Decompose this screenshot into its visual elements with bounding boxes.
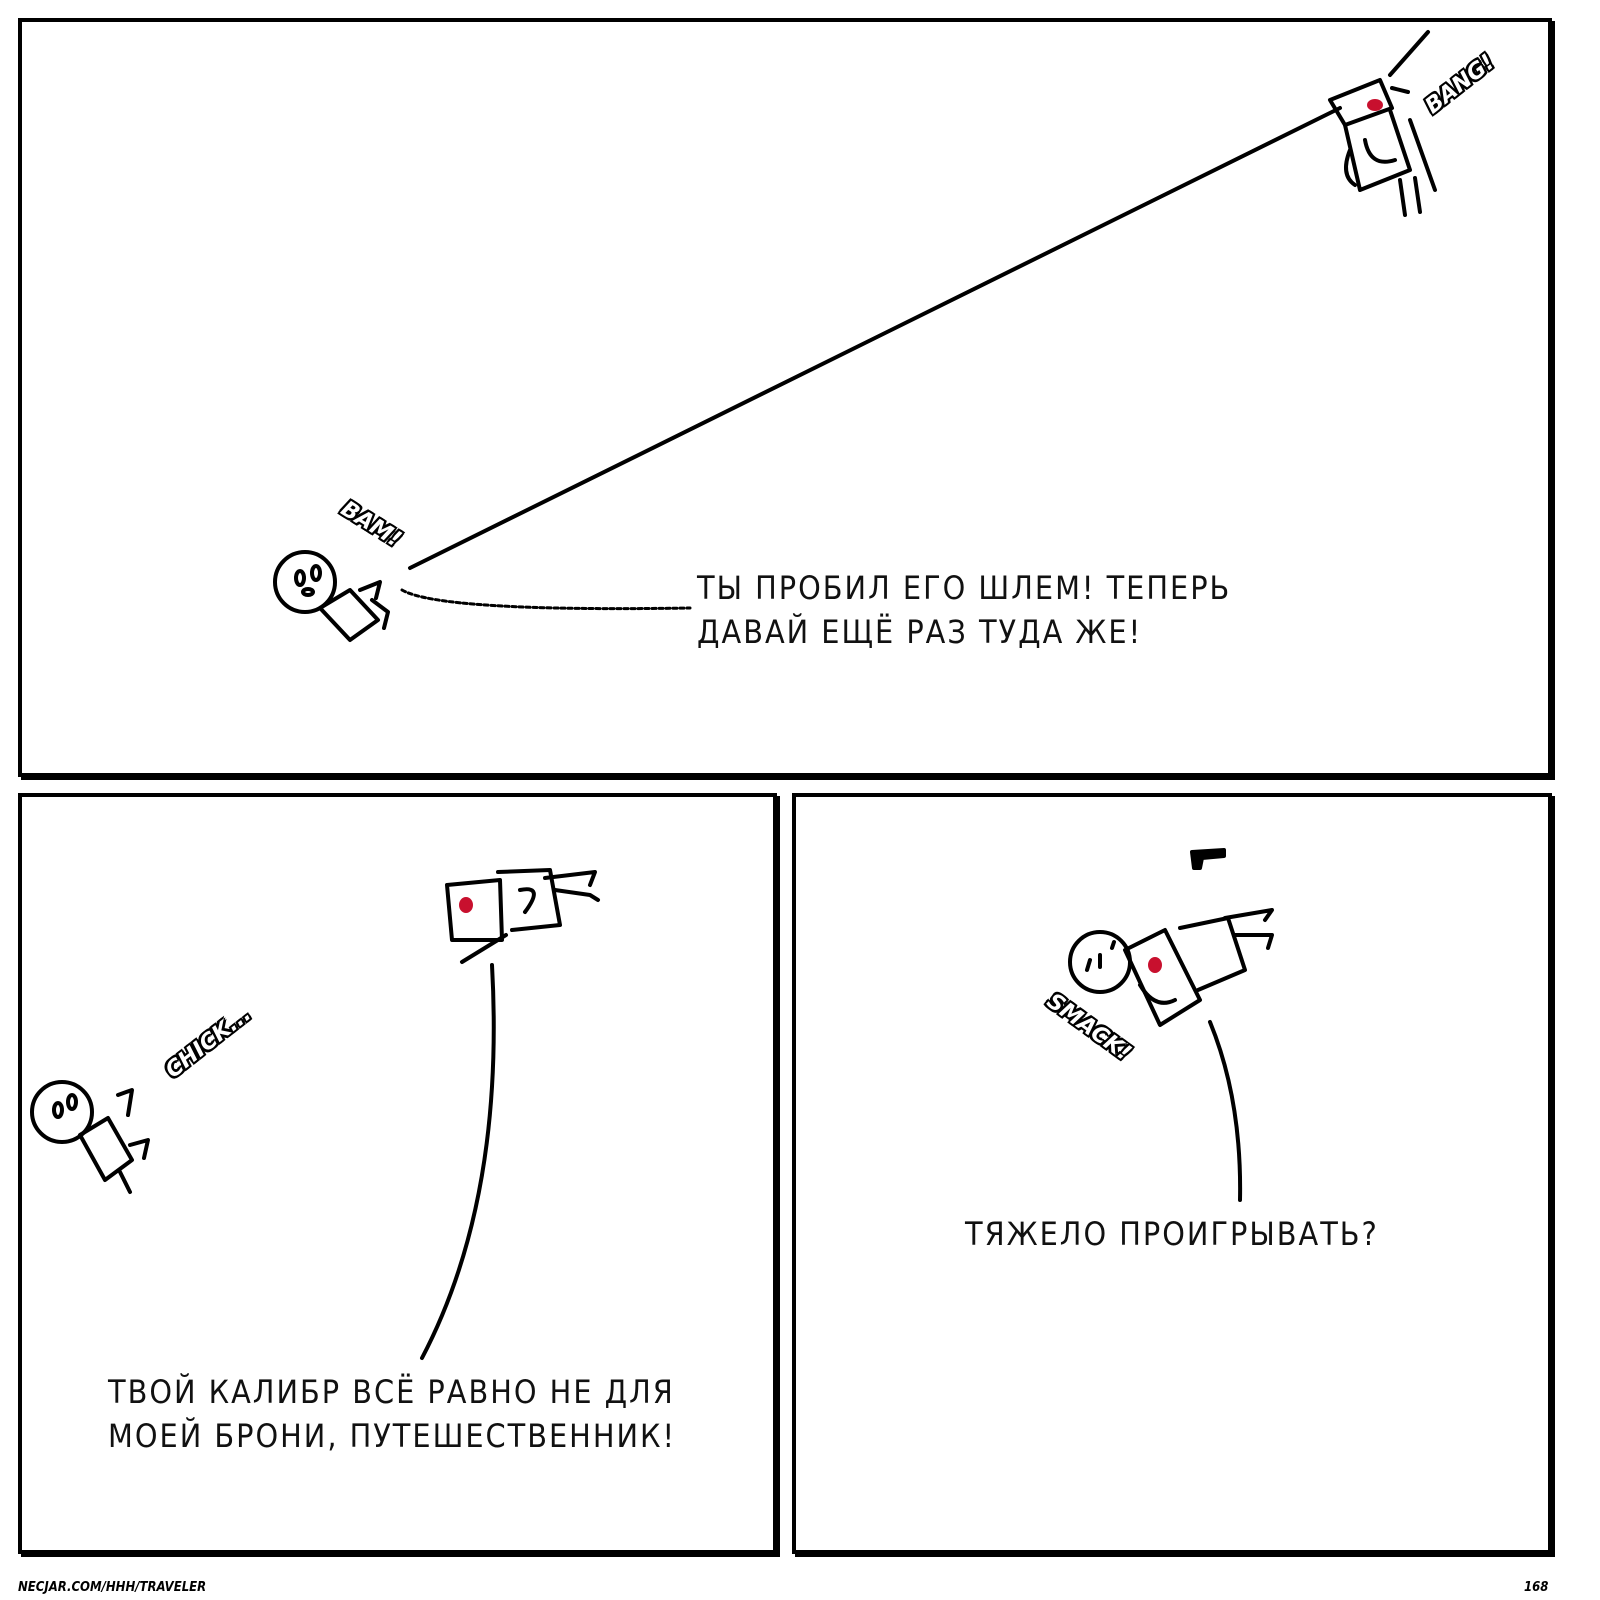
speech-text-1b: давай ещё раз туда же! [697,613,1143,651]
speech-text-1a: Ты пробил его шлем! Теперь [697,569,1232,607]
bullet-trajectory [408,106,1342,570]
page-number: 168 [1524,1580,1549,1595]
armored-soldier-2 [445,868,600,964]
armored-soldier-1 [1328,30,1437,217]
speech-tail-2 [420,963,496,1360]
panel-3 [792,793,1552,1554]
speech-tail-3 [1208,1020,1243,1202]
speech-text-2b: моей брони, путешественник! [108,1417,676,1455]
stick-figure-traveler-1 [273,550,390,642]
panel-2 [18,793,777,1554]
speech-text-3: Тяжело проигрывать? [965,1215,1379,1253]
speech-text-2a: Твой калибр всё равно не для [108,1373,675,1411]
speech-tail-1 [400,588,692,611]
gun-icon [1190,848,1226,870]
fight-scene [1068,908,1274,1027]
panel-1 [18,18,1552,777]
footer-url: NECJAR.COM/HHH/TRAVELER [18,1580,207,1595]
stick-figure-traveler-2 [30,1080,150,1194]
